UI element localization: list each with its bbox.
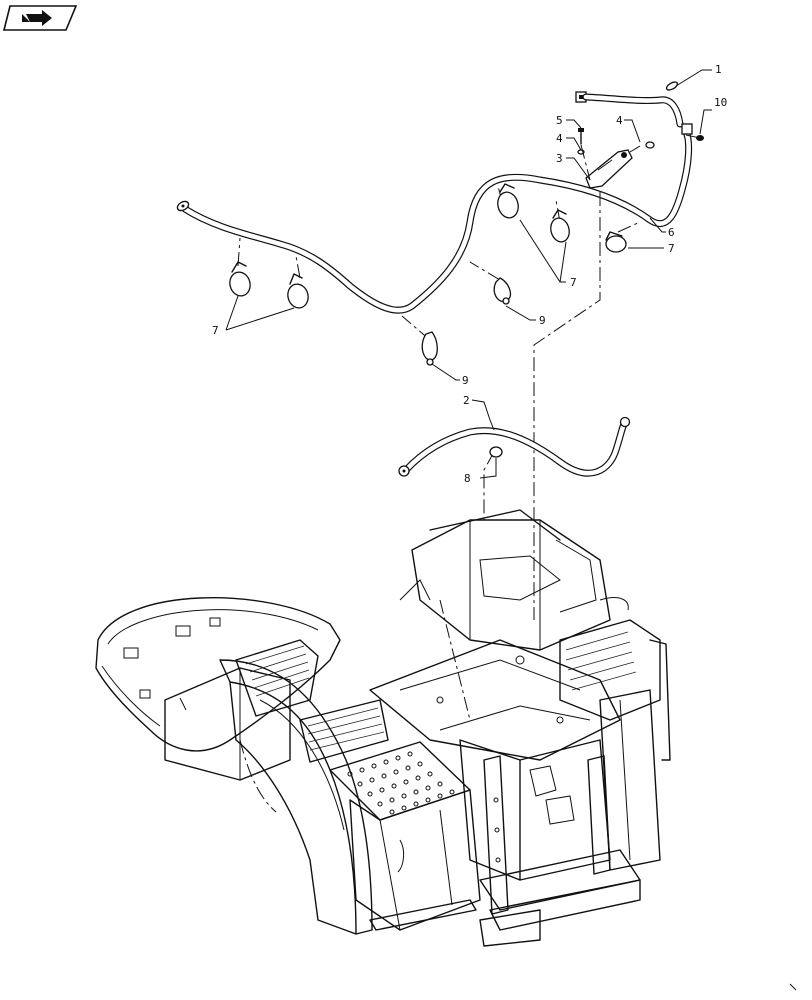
leader-lines (225, 69, 712, 479)
cable-item-1 (575, 81, 693, 135)
callout-3: 3 (556, 152, 563, 165)
callout-5: 5 (556, 114, 563, 127)
washer-item-4 (577, 141, 655, 155)
machine-chassis (95, 509, 671, 947)
callout-7a: 7 (668, 242, 675, 255)
next-page-arrow-icon[interactable] (2, 5, 78, 31)
assembly-lines (237, 134, 701, 620)
callout-4b: 4 (556, 132, 563, 145)
bolt-item-5 (578, 128, 584, 145)
callout-6: 6 (668, 226, 675, 239)
callout-4a: 4 (616, 114, 623, 127)
battery-cable-upper (176, 128, 693, 314)
callout-9b: 9 (462, 374, 469, 387)
callout-10: 10 (714, 96, 727, 109)
callout-labels: 1 10 4 5 4 3 6 7 7 7 9 9 2 8 (212, 63, 727, 485)
corner-mark (789, 983, 797, 991)
nut-item-10 (696, 135, 704, 141)
bracket-item-3 (585, 149, 633, 189)
callout-9a: 9 (539, 314, 546, 327)
clip-item-7 (229, 183, 627, 309)
callout-1: 1 (715, 63, 722, 76)
callout-7b: 7 (570, 276, 577, 289)
perforated-step-holes (347, 751, 455, 815)
callout-7c: 7 (212, 324, 219, 337)
callout-2: 2 (463, 394, 470, 407)
clip-item-9 (421, 277, 512, 366)
callout-8: 8 (464, 472, 471, 485)
ground-cable-item-2 (398, 416, 631, 477)
